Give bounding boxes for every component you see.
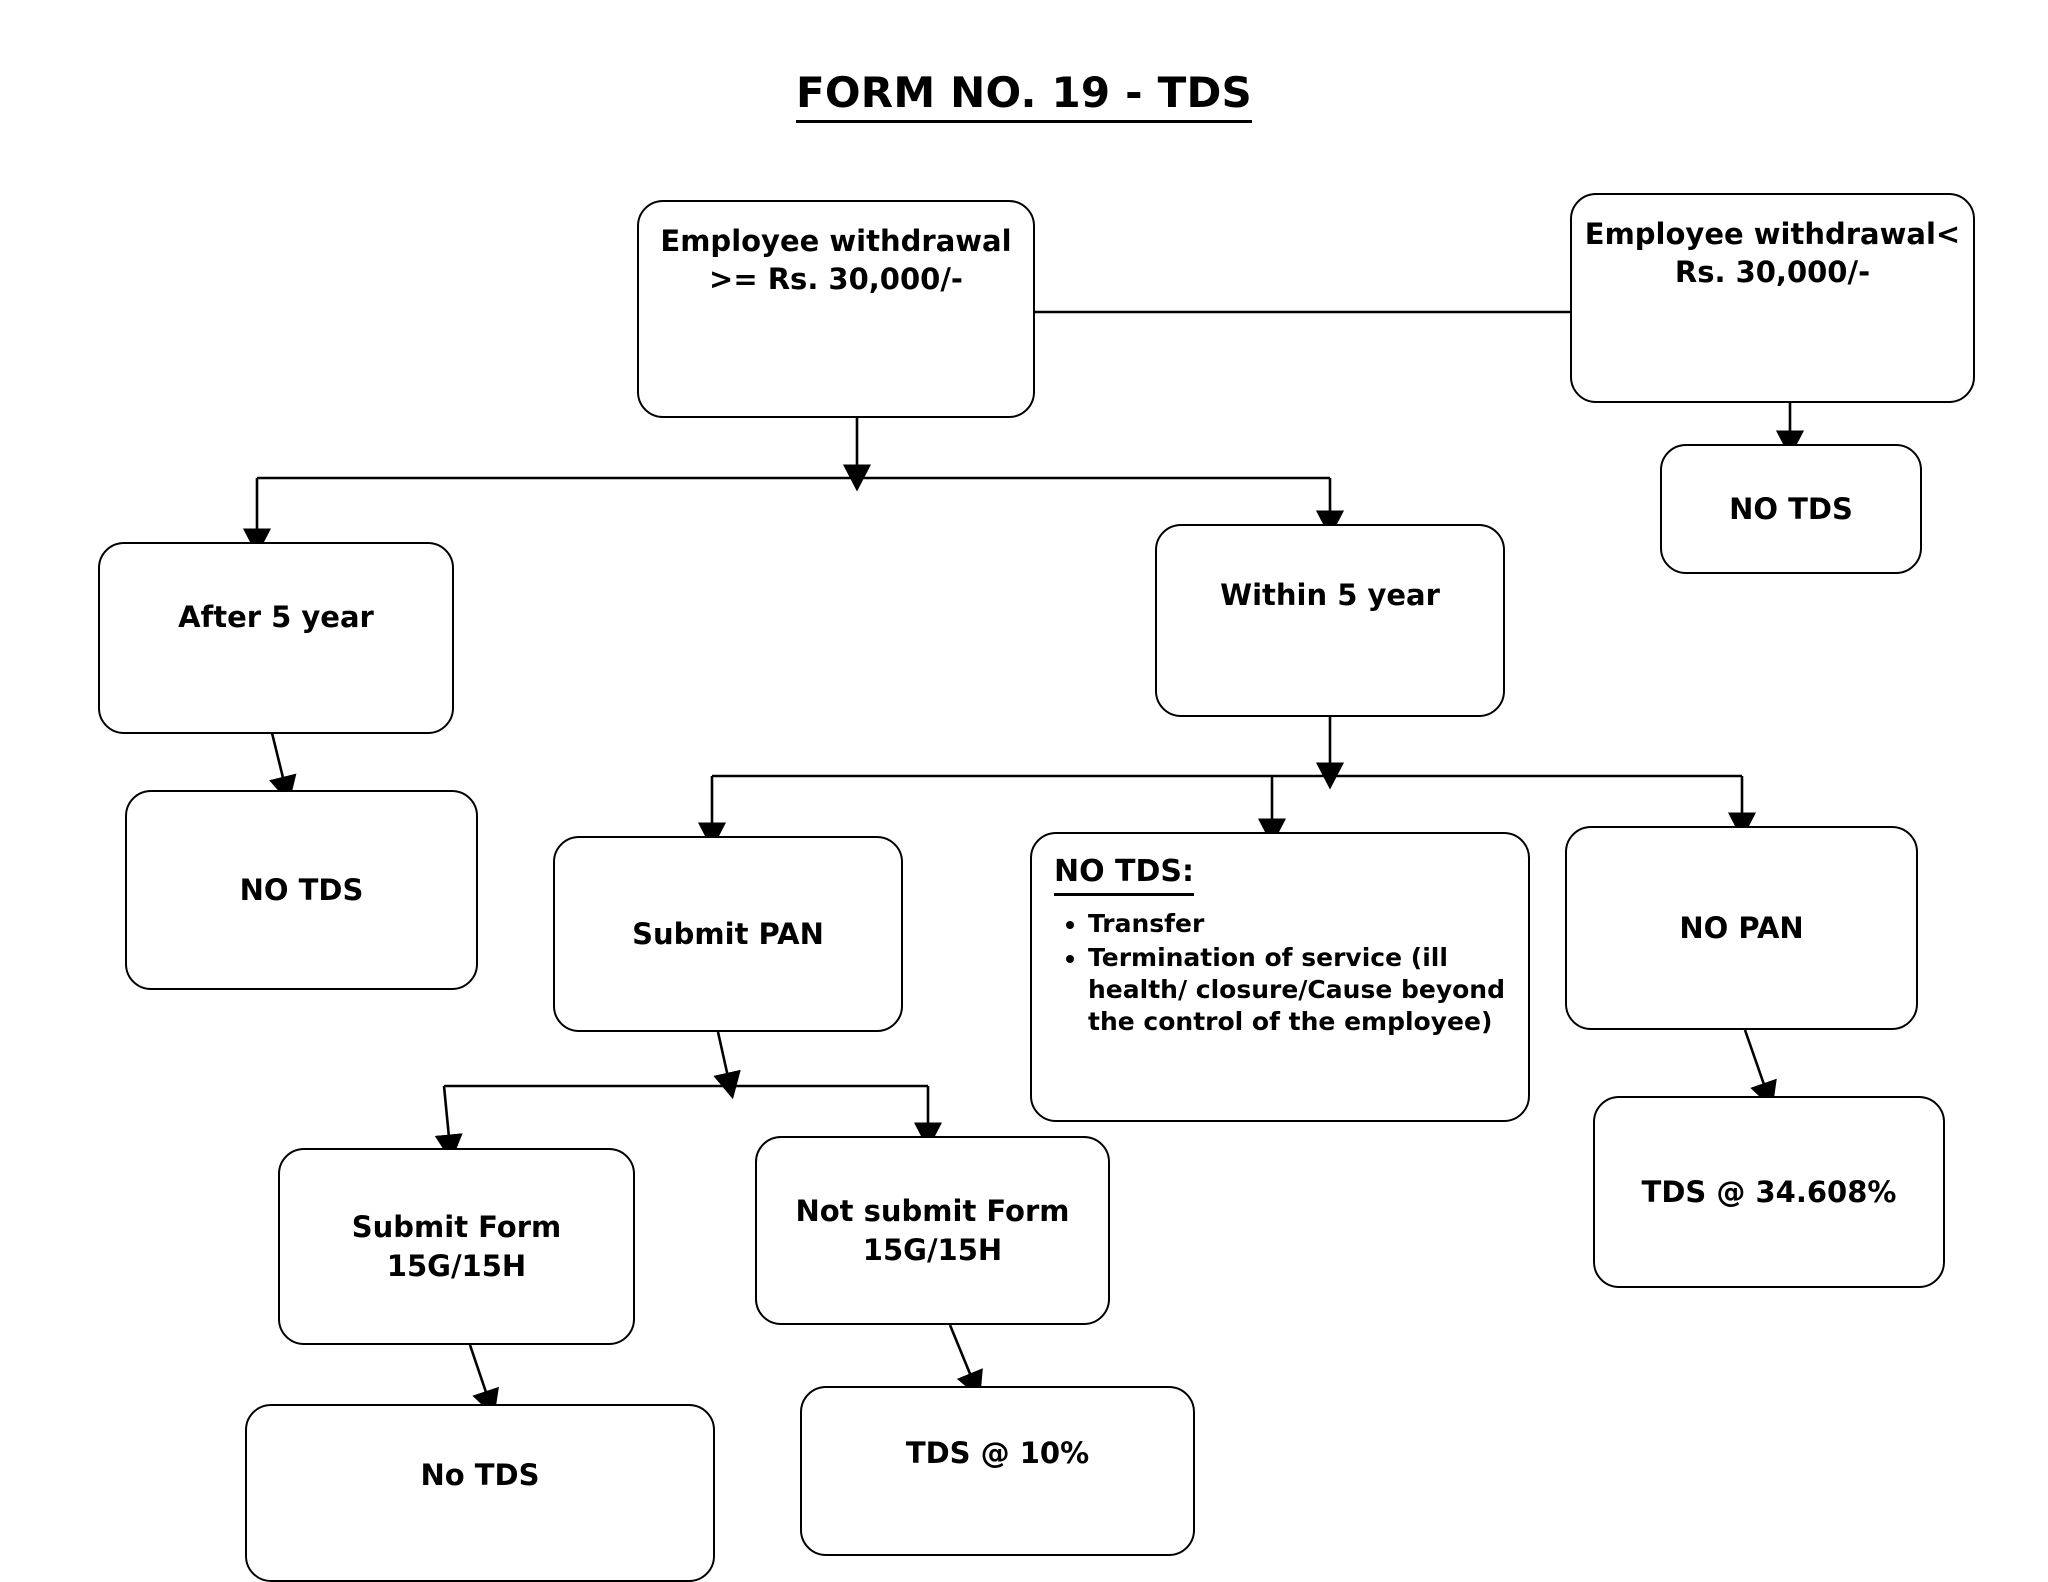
node-employee-withdrawal-ge[interactable]: Employee withdrawal >= Rs. 30,000/- [637, 200, 1035, 418]
node-within-5-year[interactable]: Within 5 year [1155, 524, 1505, 717]
edge-bus-to-submitform [434, 1085, 463, 1162]
edge-submitform-to-notds [468, 1344, 499, 1417]
node-label: NO TDS [239, 872, 364, 907]
node-label: No TDS [420, 1458, 540, 1492]
node-label: After 5 year [178, 600, 374, 634]
page-title: FORM NO. 19 - TDS [0, 68, 2048, 123]
node-label: Not submit Form 15G/15H [795, 1194, 1070, 1267]
edge-submitpan-to-bus [713, 1031, 741, 1100]
node-no-tds-left[interactable]: NO TDS [125, 790, 478, 990]
node-tds-10[interactable]: TDS @ 10% [800, 1386, 1195, 1556]
node-employee-withdrawal-lt[interactable]: Employee withdrawal< Rs. 30,000/- [1570, 193, 1975, 403]
node-label: NO PAN [1679, 910, 1804, 945]
node-label: TDS @ 34.608% [1641, 1174, 1897, 1209]
edge-nopan-to-tds34 [1743, 1029, 1777, 1109]
node-label: NO TDS [1729, 491, 1853, 526]
node-no-pan[interactable]: NO PAN [1565, 826, 1918, 1030]
node-submit-form-15g-15h[interactable]: Submit Form 15G/15H [278, 1148, 635, 1345]
edge-notsubmitform-to-tds10 [948, 1324, 983, 1399]
node-label: Within 5 year [1220, 578, 1440, 612]
page-title-text: FORM NO. 19 - TDS [796, 68, 1252, 123]
node-label: Submit Form 15G/15H [351, 1210, 562, 1283]
node-label: Employee withdrawal >= Rs. 30,000/- [660, 224, 1012, 297]
node-no-tds-bottom[interactable]: No TDS [245, 1404, 715, 1582]
edge-after5-to-notds [269, 732, 297, 804]
no-tds-exceptions-list: Transfer Termination of service (ill hea… [1054, 908, 1508, 1038]
node-no-tds-right[interactable]: NO TDS [1660, 444, 1922, 574]
node-label: Employee withdrawal< Rs. 30,000/- [1584, 217, 1961, 290]
node-submit-pan[interactable]: Submit PAN [553, 836, 903, 1032]
node-label: TDS @ 10% [905, 1436, 1090, 1470]
list-item: Termination of service (ill health/ clos… [1088, 942, 1508, 1038]
no-tds-exceptions-heading: NO TDS: [1054, 852, 1195, 896]
node-after-5-year[interactable]: After 5 year [98, 542, 454, 734]
node-tds-34608[interactable]: TDS @ 34.608% [1593, 1096, 1945, 1288]
node-not-submit-form-15g-15h[interactable]: Not submit Form 15G/15H [755, 1136, 1110, 1325]
node-no-tds-exceptions[interactable]: NO TDS: Transfer Termination of service … [1030, 832, 1530, 1122]
node-label: Submit PAN [632, 916, 824, 951]
list-item: Transfer [1088, 908, 1508, 940]
